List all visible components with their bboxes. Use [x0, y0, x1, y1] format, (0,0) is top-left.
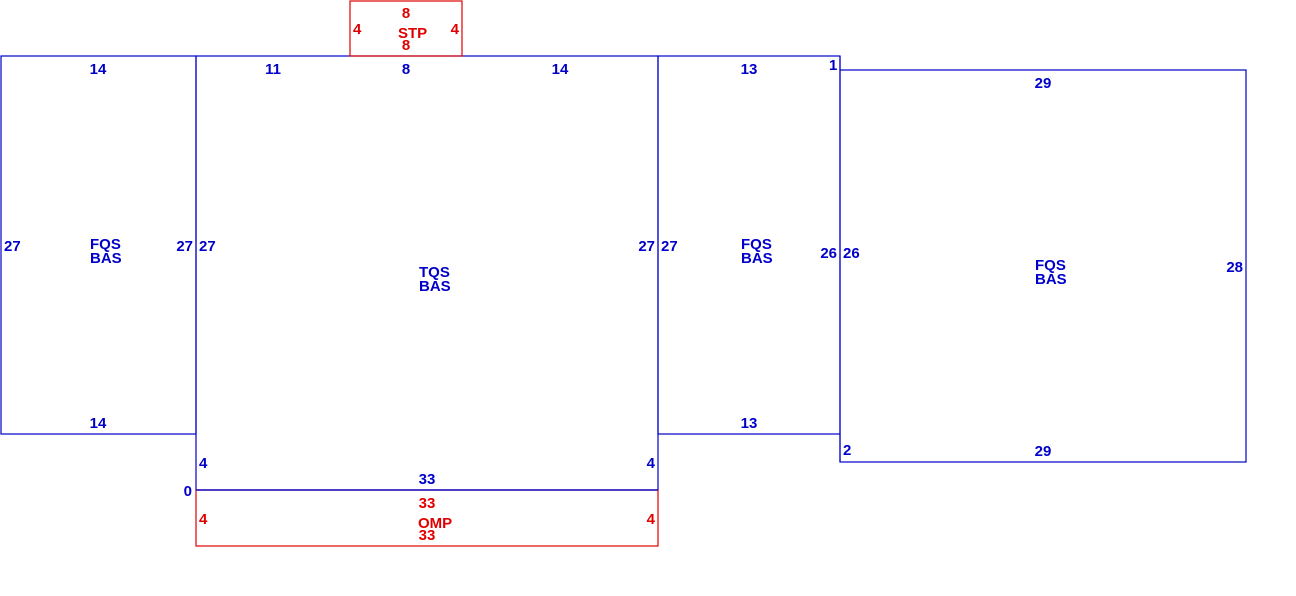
right-panel-label-1: FQS	[1035, 257, 1066, 274]
center-panel-label-2: BAS	[419, 278, 451, 295]
center-panel-right-dim: 27	[638, 238, 655, 255]
center-panel-corner-dim: 0	[184, 483, 192, 500]
right-panel-top-dim: 29	[1035, 75, 1052, 92]
center-panel-label-1: TQS	[419, 264, 450, 281]
center-panel-bottom-left-dim: 4	[199, 455, 208, 472]
left-panel-right-dim: 27	[176, 238, 193, 255]
left-panel-bottom-dim: 14	[90, 415, 107, 432]
right-panel-left-dim: 26	[843, 245, 860, 262]
omp-panel-label: OMP	[418, 515, 452, 532]
stp-panel-right-dim: 4	[451, 21, 460, 38]
right-panel-right-dim: 28	[1226, 259, 1243, 276]
right-panel-bottom-dim: 29	[1035, 443, 1052, 460]
center-panel-left-dim: 27	[199, 238, 216, 255]
omp-panel-top-dim: 33	[419, 495, 436, 512]
left-panel-top-dim: 14	[90, 61, 107, 78]
left-panel-left-dim: 27	[4, 238, 21, 255]
left-panel-label-1: FQS	[90, 236, 121, 253]
center-panel-top-dim-a: 11	[265, 61, 281, 78]
center-panel-bottom-right-dim: 4	[647, 455, 656, 472]
mid-panel-left-dim: 27	[661, 238, 678, 255]
omp-panel-bottom-dim: 33	[419, 527, 436, 544]
omp-panel-left-dim: 4	[199, 511, 208, 528]
center-panel-top-dim-c: 14	[552, 61, 569, 78]
stp-panel-top-dim: 8	[402, 5, 410, 22]
center-panel-top-dim-b: 8	[402, 61, 410, 78]
omp-panel-right-dim: 4	[647, 511, 656, 528]
right-panel-corner-top-dim: 1	[829, 57, 837, 74]
stp-panel-left-dim: 4	[353, 21, 362, 38]
right-panel-label-2: BAS	[1035, 271, 1067, 288]
mid-panel-bottom-dim: 13	[741, 415, 758, 432]
right-panel[interactable]	[839, 69, 1247, 463]
mid-panel-label-1: FQS	[741, 236, 772, 253]
stp-panel-bottom-dim: 8	[402, 37, 410, 54]
stp-panel-label: STP	[398, 25, 427, 42]
right-panel-corner-bottom-dim: 2	[843, 442, 851, 459]
center-panel-bottom-dim: 33	[419, 471, 436, 488]
stp-panel[interactable]	[349, 0, 463, 57]
mid-panel-right-dim: 26	[820, 245, 837, 262]
mid-panel-label-2: BAS	[741, 250, 773, 267]
left-panel-label-2: BAS	[90, 250, 122, 267]
mid-panel-top-dim: 13	[741, 61, 758, 78]
